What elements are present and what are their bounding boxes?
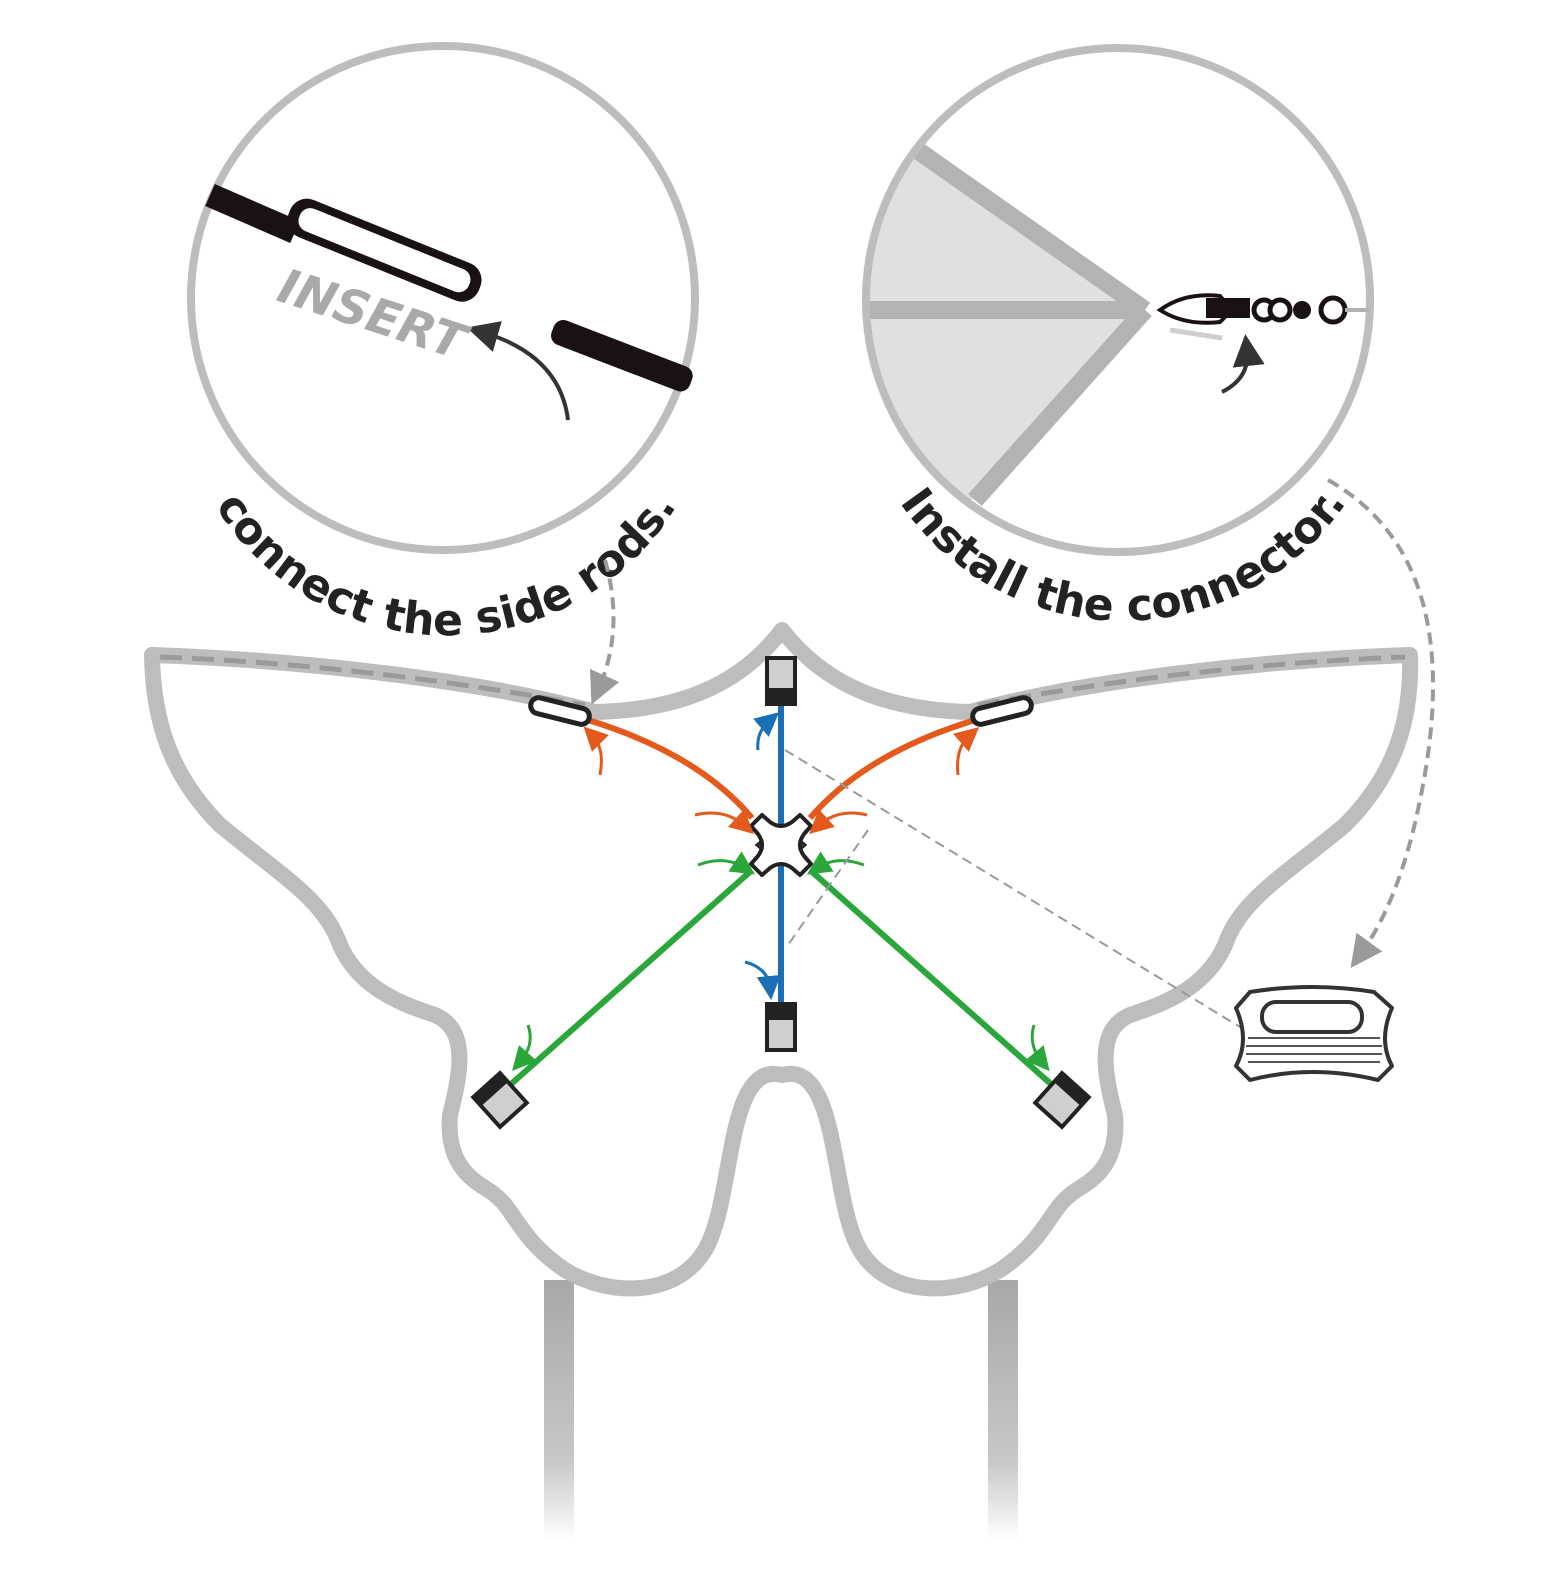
callout-arrow-right [1327, 478, 1435, 968]
arrow-left-side-to-center [694, 809, 754, 835]
left-side-rod [587, 717, 755, 820]
side-rod-left-segment [205, 183, 482, 302]
line-winder-icon [1234, 985, 1394, 1082]
spine-bottom-cap-band [767, 1004, 795, 1020]
right-edge-seam [977, 654, 1406, 708]
arrow-spine-top [753, 712, 780, 751]
arrow-left-lower-to-center [697, 851, 756, 875]
right-side-rod [807, 717, 976, 820]
left-lower-rod [508, 867, 754, 1088]
arrow-left-ferrule [583, 726, 609, 776]
bridle-lines [866, 137, 1152, 507]
bridle-guide-lines [784, 749, 1246, 1031]
insert-arrow [466, 321, 570, 421]
arrow-spine-bottom [744, 960, 781, 1000]
right-side-ferrule [970, 695, 1034, 727]
arrow-right-lower-cap [1025, 1024, 1050, 1072]
detail-circle-connector [862, 44, 1374, 556]
right-tail [988, 1280, 1018, 1540]
snap-swivel-icon [1156, 293, 1370, 341]
spine-top-cap-band [767, 688, 795, 704]
connector-arrow [1221, 334, 1265, 394]
left-lower-cap [470, 1070, 530, 1130]
sail-wedge-shading [866, 145, 1145, 500]
callout-arrow-left [589, 559, 620, 705]
left-tail [544, 1280, 574, 1540]
left-side-ferrule [528, 695, 592, 727]
detail-circle-side-rods: INSERT [187, 42, 699, 554]
arrow-right-lower-to-center [806, 851, 865, 875]
arrow-left-lower-cap [512, 1024, 537, 1072]
center-connector-detail [754, 838, 808, 852]
right-lower-rod [808, 867, 1054, 1088]
side-rod-right-segment [551, 319, 693, 392]
center-cross-connector-icon [749, 813, 813, 877]
left-edge-seam [159, 654, 586, 708]
arrow-right-ferrule [953, 727, 980, 776]
right-lower-cap [1032, 1070, 1092, 1130]
arrow-right-side-to-center [809, 809, 868, 835]
